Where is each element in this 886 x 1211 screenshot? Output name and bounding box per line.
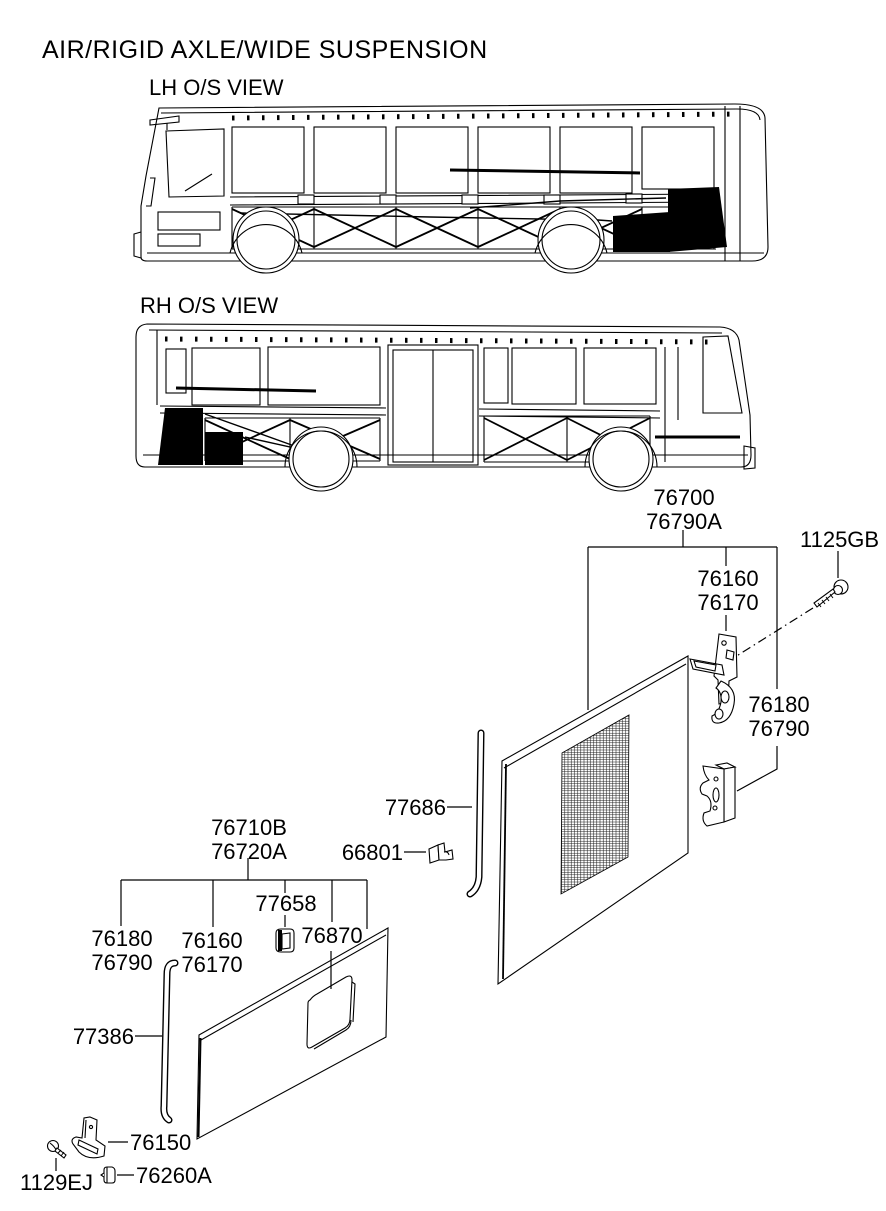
part-label-filler-opening: 76870 (277, 924, 387, 948)
bracket-76150-icon (71, 1116, 106, 1159)
part-number: 76180 (91, 926, 153, 951)
rh-rear-wheel (288, 426, 354, 492)
part-label-clip-upper: 66801 (293, 841, 403, 865)
grommet-icon (275, 928, 295, 953)
part-number: 76710B (211, 815, 287, 840)
screw-icon (46, 1139, 67, 1159)
part-label-bolt: 1125GB (800, 528, 879, 552)
part-label-panel-weatherstrip: 77386 (24, 1025, 134, 1049)
mesh-grille (560, 714, 630, 895)
lh-view-label: LH O/S VIEW (149, 75, 284, 100)
rh-highlighted-panel-rear (158, 408, 203, 465)
rh-front-wheel (588, 426, 654, 492)
part-number: 76700 (653, 485, 715, 510)
part-number: 77686 (384, 795, 446, 820)
part-number: 77658 (255, 891, 317, 916)
page-title: AIR/RIGID AXLE/WIDE SUSPENSION (42, 36, 488, 64)
rh-front-bumper (743, 445, 756, 470)
part-number: 76160 (181, 928, 243, 953)
part-number: 1129EJ (20, 1170, 93, 1195)
part-label-latch-upper: 76160 76170 (673, 567, 783, 615)
part-number: 76150 (130, 1130, 192, 1155)
part-label-clip-lower: 76260A (136, 1164, 212, 1188)
part-number: 66801 (341, 840, 403, 865)
part-label-striker-lower: 76180 76790 (67, 927, 177, 975)
part-number: 76870 (301, 923, 363, 948)
clip-icon-76260a (100, 1166, 116, 1184)
part-label-door-weatherstrip: 77686 (336, 796, 446, 820)
lh-body-outline (140, 103, 769, 262)
part-label-screw: 1129EJ (20, 1171, 93, 1195)
lh-highlighted-panel-front (613, 212, 670, 252)
part-label-striker-upper: 76180 76790 (724, 693, 834, 741)
small-panel-drawing (196, 927, 389, 1140)
rh-view-label: RH O/S VIEW (140, 293, 279, 318)
part-label-bracket: 76150 (130, 1131, 191, 1155)
part-number: 76790A (646, 509, 722, 534)
lh-driver-window (165, 128, 225, 198)
part-label-latch-lower: 76160 76170 (157, 929, 267, 977)
lh-front-bumper (133, 231, 142, 259)
door-panel-outline (497, 655, 689, 986)
door-weatherstrip-icon (466, 729, 485, 898)
filler-opening (306, 975, 353, 1049)
part-number: 76790 (748, 716, 810, 741)
part-label-door-assembly: 76700 76790A (629, 486, 739, 534)
lh-highlighted-panel-rear (668, 187, 727, 252)
part-number: 76170 (181, 952, 243, 977)
lh-rear-wheel (537, 206, 605, 274)
clip-icon-66801 (428, 842, 454, 864)
upper-latch-icon (689, 633, 738, 724)
rh-center-door (387, 344, 479, 466)
part-number: 76790 (91, 950, 153, 975)
door-assembly-drawing (497, 655, 689, 986)
rh-body-outline (135, 323, 752, 468)
part-number: 77386 (72, 1024, 134, 1049)
part-number: 1125GB (800, 527, 880, 552)
part-number: 76720A (211, 839, 287, 864)
rh-highlighted-panel-front (205, 432, 243, 465)
part-number: 76170 (697, 590, 759, 615)
lh-front-wheel (232, 206, 300, 274)
part-number: 76260A (136, 1163, 212, 1188)
rh-windshield (702, 335, 743, 414)
part-number: 76180 (748, 692, 810, 717)
leader-lines (55, 530, 839, 1176)
upper-striker-icon (699, 762, 737, 827)
part-label-grommet: 77658 (231, 892, 341, 916)
bolt-icon (813, 579, 849, 608)
panel-weatherstrip-icon (160, 959, 179, 1124)
part-label-panel-assembly: 76710B 76720A (194, 816, 304, 864)
lh-mirror (149, 115, 180, 130)
bus-rh-drawing (135, 323, 756, 492)
bus-lh-drawing (133, 103, 769, 274)
part-number: 76160 (697, 566, 759, 591)
small-panel-outline (196, 927, 389, 1140)
